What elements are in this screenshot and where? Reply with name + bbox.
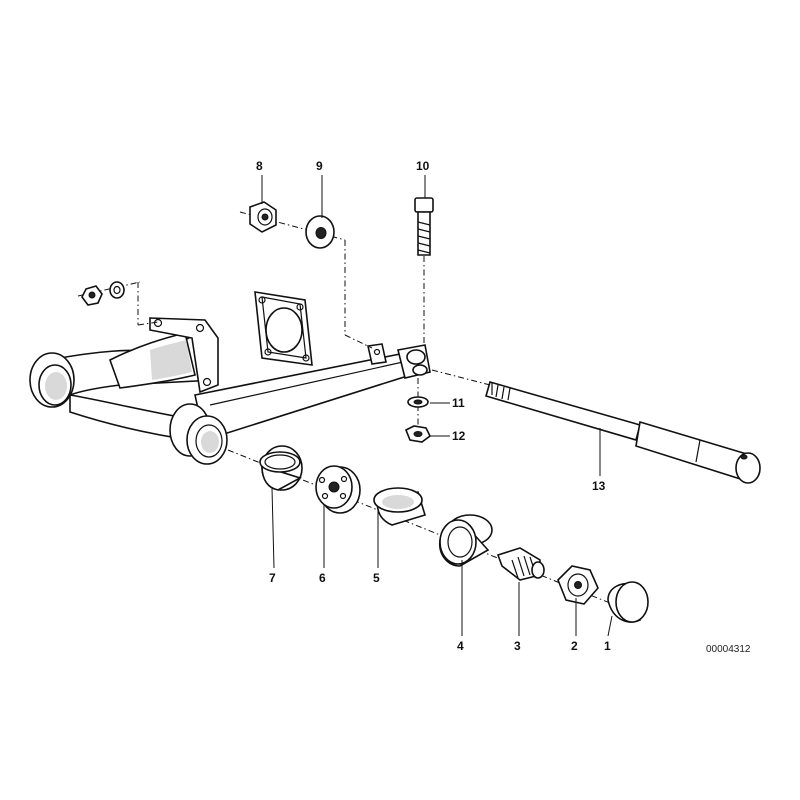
part-8-9-drawing	[239, 201, 373, 349]
callout-4: 4	[457, 639, 464, 653]
left-nut-washer-drawing	[77, 281, 159, 326]
callout-10: 10	[416, 159, 430, 173]
callout-8: 8	[256, 159, 263, 173]
callout-labels: 8 9 10 11 12 13 7 6 5 4 3 2 1 00004312	[256, 159, 751, 655]
callout-12: 12	[452, 429, 466, 443]
axis-parts-drawing	[227, 445, 649, 623]
callout-7: 7	[269, 571, 276, 585]
part-11-12-drawing	[404, 378, 432, 443]
gasket-plate-drawing	[254, 291, 313, 366]
callout-2: 2	[571, 639, 578, 653]
part-13-shaft-drawing	[431, 369, 761, 484]
swing-arm-drawing	[29, 317, 431, 465]
diagram-reference-number: 00004312	[706, 644, 751, 655]
callout-5: 5	[373, 571, 380, 585]
callout-9: 9	[316, 159, 323, 173]
callout-11: 11	[452, 396, 465, 410]
callout-13: 13	[592, 479, 606, 493]
callout-1: 1	[604, 639, 611, 653]
callout-3: 3	[514, 639, 521, 653]
callout-6: 6	[319, 571, 326, 585]
leader-lines	[261, 175, 613, 637]
part-10-bolt-drawing	[414, 197, 434, 345]
